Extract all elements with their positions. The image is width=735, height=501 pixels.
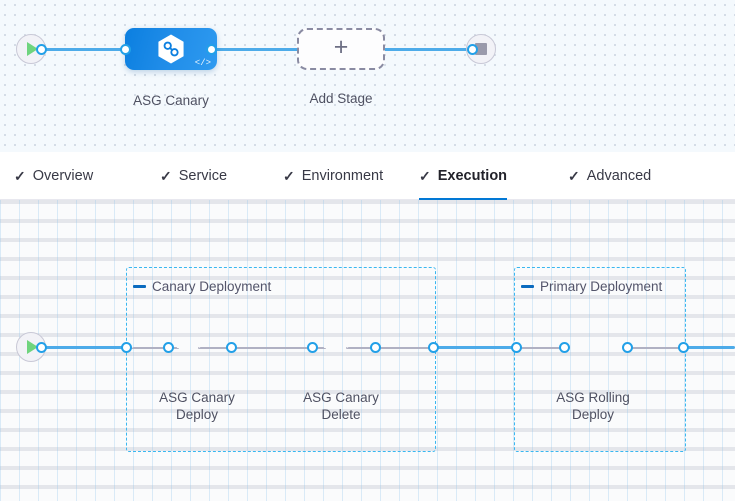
step-caption-asg-rolling-deploy: ASG Rolling Deploy (556, 390, 630, 422)
add-stage-caption: Add Stage (309, 91, 373, 106)
port-stage-out[interactable] (206, 44, 217, 55)
step-group-primary-deployment[interactable] (514, 267, 686, 452)
check-icon: ✓ (14, 167, 26, 184)
tab-environment[interactable]: ✓ Environment (283, 152, 383, 201)
tab-label: Execution (437, 167, 508, 184)
port-canary-delete-in[interactable] (307, 342, 318, 353)
rail-primary-group-exit (624, 347, 686, 349)
stage-code-glyph: </> (194, 58, 211, 68)
execution-pipeline-canvas[interactable]: Canary Deployment </> ASG Canary Deploy (0, 200, 735, 501)
rail-primary-group-entry (518, 347, 566, 349)
port-canary-delete-out[interactable] (370, 342, 381, 353)
group-label-text: Primary Deployment (540, 279, 663, 294)
check-icon: ✓ (283, 167, 295, 184)
play-icon (27, 42, 38, 56)
port-rolling-deploy-out[interactable] (622, 342, 633, 353)
check-icon: ✓ (419, 167, 431, 184)
tab-label: Overview (32, 167, 94, 184)
stage-config-tab-bar[interactable]: ✓ Overview ✓ Service ✓ Environment ✓ Exe… (0, 152, 735, 201)
rail-stage-to-addstage (210, 48, 310, 51)
rail-addstage-to-end (378, 48, 473, 51)
port-canary-deploy-out[interactable] (226, 342, 237, 353)
rail-canary-group-exit (346, 347, 436, 349)
port-stage-in[interactable] (120, 44, 131, 55)
port-canary-group-in[interactable] (121, 342, 132, 353)
rail-between-groups (433, 346, 521, 349)
collapse-toggle-icon[interactable] (521, 285, 534, 288)
rail-canary-deploy-to-delete (198, 347, 326, 349)
tab-service[interactable]: ✓ Service (160, 152, 227, 201)
plus-icon: + (333, 33, 349, 61)
stage-node-asg-canary[interactable]: </> (125, 28, 217, 70)
rail-primary-group-to-end (682, 346, 735, 349)
play-icon (27, 340, 38, 354)
stop-icon (475, 43, 487, 55)
port-primary-group-out[interactable] (678, 342, 689, 353)
tab-overview[interactable]: ✓ Overview (14, 152, 93, 201)
port-primary-group-in[interactable] (511, 342, 522, 353)
group-label-text: Canary Deployment (152, 279, 272, 294)
tab-label: Advanced (586, 167, 652, 184)
rail-canary-group-entry (131, 347, 179, 349)
port-exec-start-out[interactable] (36, 342, 47, 353)
port-end-in[interactable] (467, 44, 478, 55)
check-icon: ✓ (568, 167, 580, 184)
tab-advanced[interactable]: ✓ Advanced (568, 152, 651, 201)
rail-start-to-stage (41, 48, 136, 51)
collapse-toggle-icon[interactable] (133, 285, 146, 288)
pipeline-end-node[interactable] (466, 34, 496, 64)
add-stage-button[interactable]: + (297, 28, 385, 70)
tab-label: Service (178, 167, 228, 184)
check-icon: ✓ (160, 167, 172, 184)
step-group-label-primary-deployment: Primary Deployment (521, 279, 662, 294)
port-rolling-deploy-in[interactable] (559, 342, 570, 353)
step-group-canary-deployment[interactable] (126, 267, 436, 452)
step-group-label-canary-deployment: Canary Deployment (133, 279, 271, 294)
pipeline-start-node[interactable] (16, 34, 46, 64)
port-start-out[interactable] (36, 44, 47, 55)
port-canary-group-out[interactable] (428, 342, 439, 353)
step-caption-asg-canary-deploy: ASG Canary Deploy (159, 390, 235, 422)
step-caption-asg-canary-delete: ASG Canary Delete (303, 390, 379, 422)
tab-execution[interactable]: ✓ Execution (419, 152, 508, 201)
harness-hexagon-icon (158, 34, 184, 64)
stage-pipeline-canvas[interactable]: </> ASG Canary + Add Stage (0, 0, 735, 152)
rail-exec-start-to-canary-group (41, 346, 131, 349)
tab-label: Environment (301, 167, 384, 184)
port-canary-deploy-in[interactable] (163, 342, 174, 353)
stage-caption-asg-canary: ASG Canary (133, 93, 209, 108)
